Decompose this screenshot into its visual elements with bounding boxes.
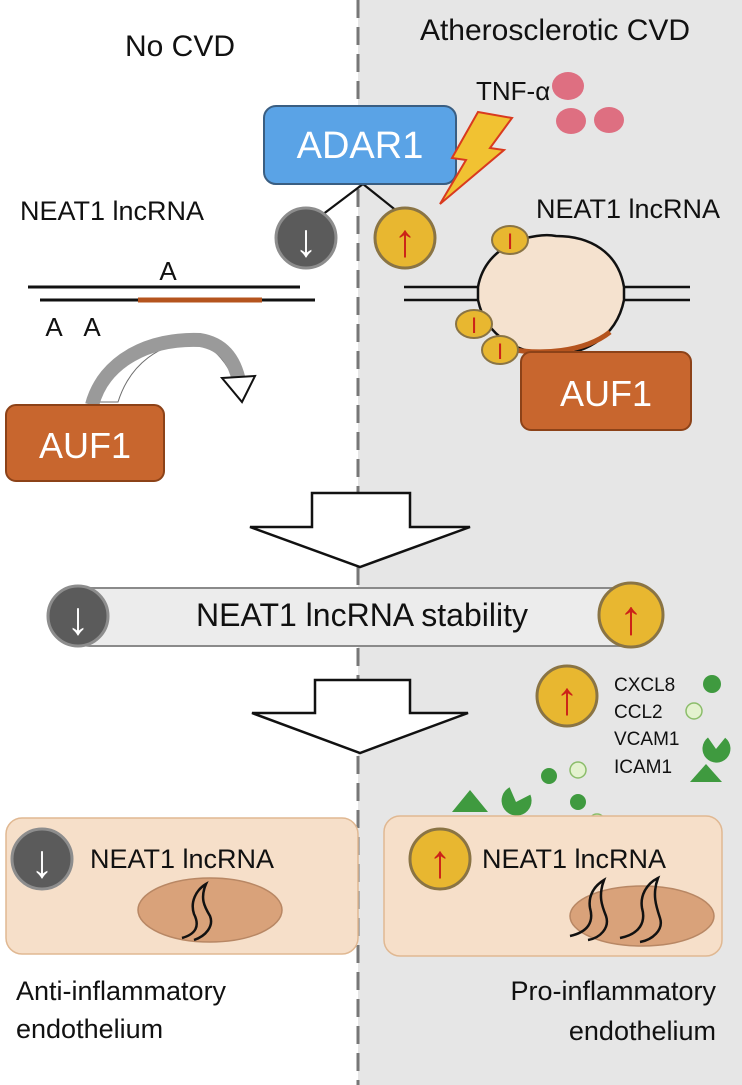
stability-up-indicator: ↑ — [597, 581, 665, 649]
up-arrow-icon: ↑ — [619, 592, 643, 645]
right-nucleus-rna-2 — [619, 875, 663, 944]
neat1-right-label: NEAT1 lncRNA — [536, 194, 720, 224]
auf1-left-label: AUF1 — [39, 425, 131, 466]
adar1-branch-left — [321, 183, 364, 216]
stability-down-indicator: ↓ — [46, 584, 110, 648]
legend-label-icam1: ICAM1 — [614, 757, 672, 778]
auf1-binding-arrow-head — [219, 374, 257, 404]
neat1-left-label: NEAT1 lncRNA — [20, 196, 204, 226]
tnf-alpha-particles-icon — [552, 72, 624, 134]
auf1-right-box — [520, 351, 692, 431]
left-cell-down-indicator: ↓ — [10, 827, 74, 891]
editing-site-bottom-1: A — [45, 312, 63, 342]
left-caption-line-1: Anti-inflammatory — [16, 976, 227, 1006]
lightning-bolt-icon — [439, 110, 514, 205]
edited-base-top-label: I — [507, 229, 513, 254]
left-nucleus — [137, 877, 283, 943]
editing-site-top: A — [159, 256, 177, 286]
right-nucleus-rna-1 — [569, 877, 609, 942]
stability-bar-label: NEAT1 lncRNA stability — [196, 597, 528, 633]
left-caption-line-2: endothelium — [16, 1014, 163, 1044]
down-arrow-icon: ↓ — [67, 592, 90, 644]
edited-base-bottom-label: I — [497, 339, 503, 364]
adar1-down-indicator: ↓ — [274, 206, 338, 270]
right-caption-line-2: endothelium — [569, 1016, 716, 1046]
down-arrow-icon: ↓ — [31, 835, 54, 887]
up-arrow-icon: ↑ — [394, 214, 417, 266]
legend-label-vcam1: VCAM1 — [614, 729, 679, 750]
auf1-left-box — [5, 404, 165, 482]
legend-up-indicator: ↑ — [535, 664, 599, 728]
up-arrow-icon: ↑ — [556, 672, 579, 724]
flow-arrow-1 — [249, 491, 471, 569]
flow-arrow-2 — [251, 678, 469, 755]
ccl2-icon — [685, 702, 703, 720]
left-cell-label: NEAT1 lncRNA — [90, 844, 274, 874]
legend-label-cxcl8: CXCL8 — [614, 675, 675, 696]
edited-base-bottom: I — [481, 335, 519, 365]
vcam1-icon — [702, 737, 731, 763]
adar1-box — [263, 105, 457, 185]
edited-base-middle-label: I — [471, 313, 477, 338]
down-arrow-icon: ↓ — [295, 214, 318, 266]
right-cell-up-indicator: ↑ — [408, 827, 472, 891]
right-caption-line-1: Pro-inflammatory — [510, 976, 716, 1006]
editing-site-bottom-2: A — [83, 312, 101, 342]
adar1-up-indicator: ↑ — [373, 206, 437, 270]
tnf-alpha-label: TNF-α — [476, 76, 550, 106]
auf1-binding-arrow-shaft — [85, 332, 247, 408]
header-atherosclerotic-cvd: Atherosclerotic CVD — [420, 14, 690, 47]
auf1-right-label: AUF1 — [560, 373, 652, 414]
header-no-cvd: No CVD — [125, 30, 235, 63]
right-cell-label: NEAT1 lncRNA — [482, 844, 666, 874]
edited-base-middle: I — [455, 309, 493, 339]
legend-label-ccl2: CCL2 — [614, 702, 663, 723]
icam1-icon — [690, 764, 722, 782]
left-nucleus-rna — [181, 880, 213, 942]
cxcl8-icon — [703, 675, 721, 693]
edited-base-top: I — [491, 225, 529, 255]
up-arrow-icon: ↑ — [429, 835, 452, 887]
adar1-label: ADAR1 — [297, 125, 424, 167]
adar1-branch-right — [362, 183, 399, 213]
